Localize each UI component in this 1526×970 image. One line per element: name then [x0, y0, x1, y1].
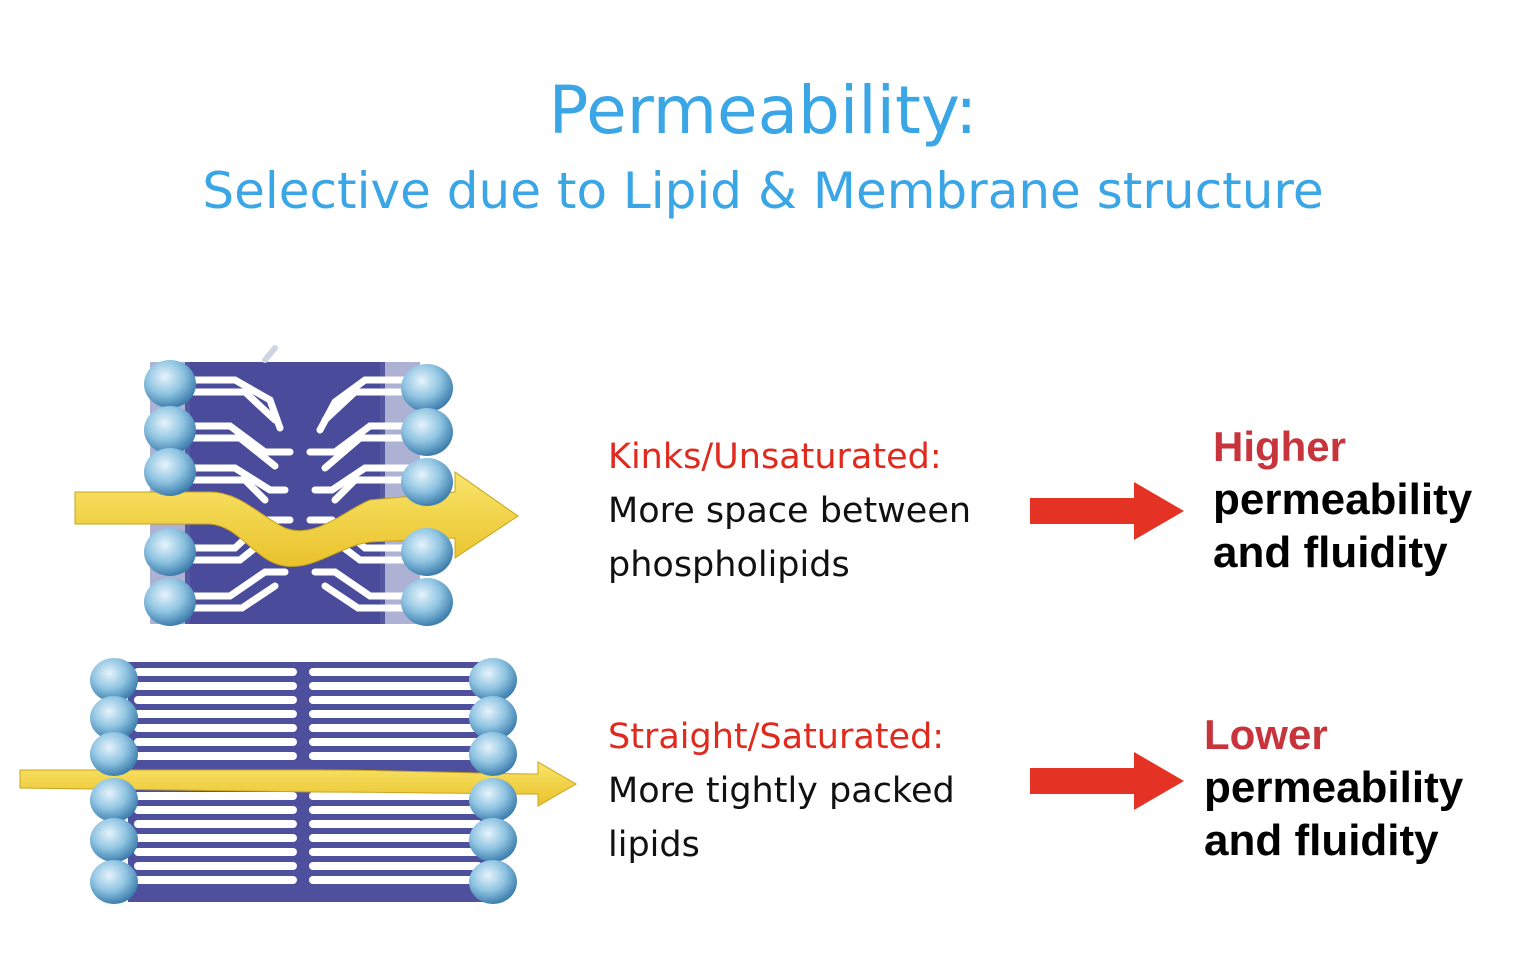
saturated-line-2: lipids	[608, 825, 700, 865]
unsaturated-line-2: phospholipids	[608, 545, 850, 585]
lower-result: Lower permeability and fluidity	[1204, 708, 1463, 867]
unsaturated-line-1: More space between	[608, 491, 972, 531]
saturated-description: Straight/Saturated: More tightly packed …	[608, 710, 955, 872]
higher-result-arrow	[1030, 482, 1184, 540]
saturated-heading: Straight/Saturated:	[608, 717, 945, 757]
higher-result: Higher permeability and fluidity	[1213, 420, 1472, 579]
higher-result-line-1: permeability	[1213, 475, 1473, 524]
saturated-bilayer-illustration	[19, 658, 577, 904]
higher-result-line-2: and fluidity	[1213, 528, 1448, 577]
saturated-line-1: More tightly packed	[608, 771, 955, 811]
unsaturated-heading: Kinks/Unsaturated:	[608, 437, 942, 477]
lower-result-line-2: and fluidity	[1204, 816, 1439, 865]
page-subtitle: Selective due to Lipid & Membrane struct…	[202, 162, 1324, 220]
higher-label: Higher	[1213, 423, 1347, 470]
lower-result-arrow	[1030, 752, 1184, 810]
unsaturated-bilayer-illustration	[74, 345, 519, 626]
lower-result-line-1: permeability	[1204, 763, 1464, 812]
unsaturated-description: Kinks/Unsaturated: More space between ph…	[608, 430, 971, 592]
page-title: Permeability:	[548, 72, 978, 149]
lower-label: Lower	[1204, 711, 1328, 758]
